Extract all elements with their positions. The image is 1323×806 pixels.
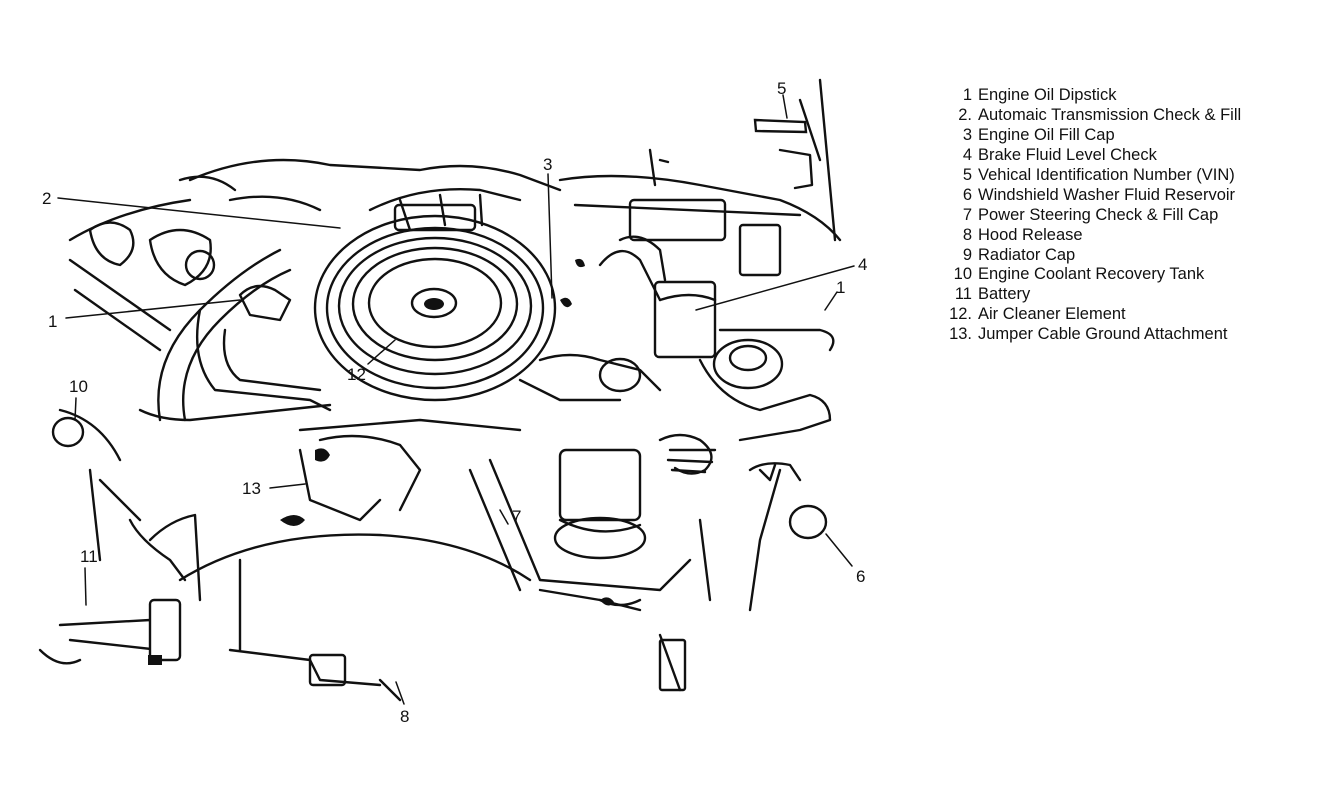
callout-8: 8: [400, 707, 409, 726]
legend-label: Hood Release: [978, 225, 1083, 244]
legend-number: 12.: [949, 305, 972, 324]
legend-number: 5: [962, 166, 972, 184]
legend-number: 4: [962, 146, 972, 165]
component-legend: 1 Engine Oil Dipstick 2. Automaic Transmis…: [944, 86, 1241, 345]
engine-bay-outline: [38, 78, 842, 702]
callout-1-left: 1: [48, 312, 57, 331]
callout-5: 5: [777, 79, 786, 98]
legend-number: 7: [962, 205, 972, 224]
legend-label: Engine Oil Dipstick: [978, 86, 1117, 105]
legend-label: Air Cleaner Element: [978, 305, 1126, 324]
vin-plate: [753, 118, 808, 134]
legend-label: Battery: [978, 285, 1031, 304]
legend-item: 12. Air Cleaner Element: [944, 305, 1241, 325]
leader-lines: [57, 94, 855, 705]
callout-1-right: 1: [836, 278, 845, 297]
legend-number: 10: [953, 265, 972, 284]
legend-number: 2.: [958, 106, 972, 125]
legend-number: 13.: [949, 325, 972, 344]
legend-item: 6 Windshield Washer Fluid Reservoir: [944, 185, 1241, 205]
callout-4: 4: [858, 255, 867, 274]
legend-item: 4 Brake Fluid Level Check: [944, 146, 1241, 166]
legend-item: 9 Radiator Cap: [944, 245, 1241, 265]
callout-10: 10: [69, 377, 88, 396]
leader-5: [782, 94, 788, 119]
leader-7: [499, 509, 509, 525]
leader-10: [74, 397, 77, 421]
legend-label: Windshield Washer Fluid Reservoir: [978, 185, 1236, 204]
legend-item: 10 Engine Coolant Recovery Tank: [944, 265, 1241, 285]
leader-12: [367, 339, 396, 365]
legend-number: 8: [962, 225, 972, 244]
callout-numbers: 2 1 3 4 1 5 10 12 13 11 6 8 7: [42, 79, 867, 726]
legend-label: Automaic Transmission Check & Fill: [978, 106, 1242, 125]
callout-13: 13: [242, 479, 261, 498]
leader-8: [395, 681, 405, 705]
legend-number: 1: [962, 86, 972, 105]
legend-item: 1 Engine Oil Dipstick: [944, 86, 1241, 106]
legend-number: 3: [962, 126, 972, 145]
callout-3: 3: [543, 155, 552, 174]
callout-12: 12: [347, 365, 366, 384]
leader-1-right: [824, 291, 838, 311]
leader-13: [269, 483, 306, 489]
legend-label: Power Steering Check & Fill Cap: [978, 205, 1219, 224]
leader-6: [825, 533, 853, 567]
leader-1-left: [65, 299, 241, 319]
legend-label: Engine Oil Fill Cap: [978, 126, 1115, 145]
leader-3: [547, 173, 553, 299]
legend-number: 6: [962, 185, 972, 204]
legend-item: 5 Vehical Identification Number (VIN): [944, 166, 1241, 186]
callout-6: 6: [856, 567, 865, 586]
legend-item: 8 Hood Release: [944, 225, 1241, 245]
legend-number: 9: [962, 245, 972, 264]
legend-item: 11 Battery: [944, 285, 1241, 305]
leader-2: [57, 197, 341, 229]
coolant-tank: [51, 416, 85, 448]
legend-label: Jumper Cable Ground Attachment: [978, 325, 1228, 344]
legend-label: Vehical Identification Number (VIN): [978, 166, 1235, 184]
callout-7: 7: [512, 507, 521, 526]
callout-11: 11: [80, 547, 98, 566]
legend-item: 2. Automaic Transmission Check & Fill: [944, 106, 1241, 126]
legend-number: 11: [954, 285, 972, 304]
leader-11: [84, 567, 87, 606]
legend-item: 3 Engine Oil Fill Cap: [944, 126, 1241, 146]
legend-label: Engine Coolant Recovery Tank: [978, 265, 1205, 284]
legend-label: Radiator Cap: [978, 245, 1076, 264]
callout-2: 2: [42, 189, 51, 208]
legend-label: Brake Fluid Level Check: [978, 146, 1157, 165]
legend-item: 7 Power Steering Check & Fill Cap: [944, 205, 1241, 225]
leader-4: [695, 265, 855, 311]
legend-item: 13. Jumper Cable Ground Attachment: [944, 325, 1241, 345]
